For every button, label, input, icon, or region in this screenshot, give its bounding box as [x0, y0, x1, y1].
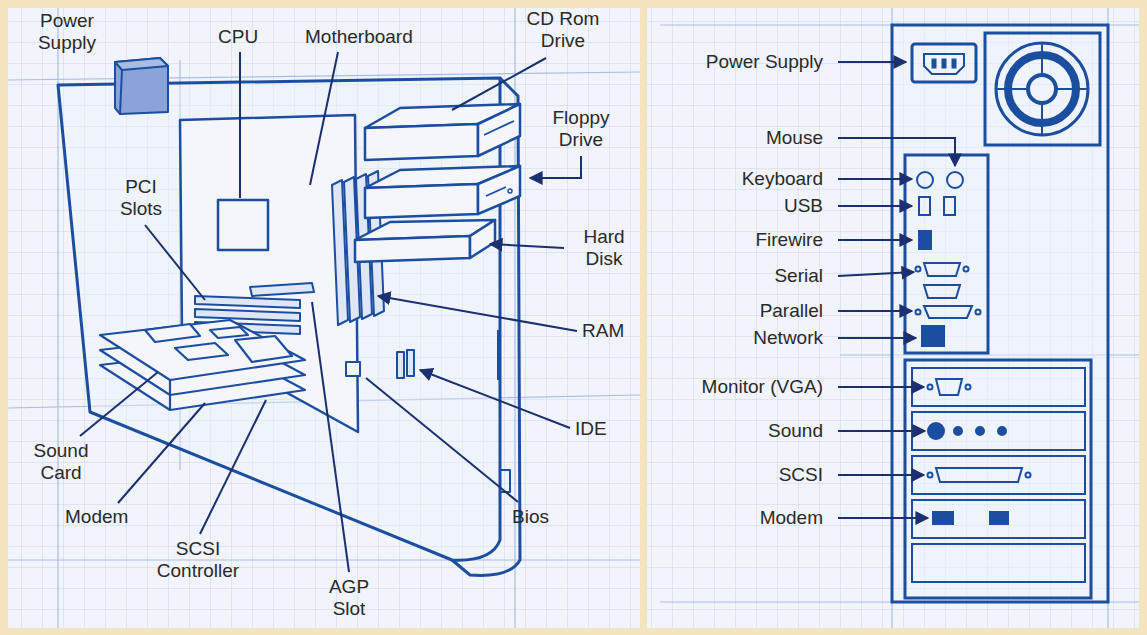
part-label: SCSI Controller: [148, 538, 248, 582]
power-supply-box: [115, 58, 168, 114]
paper-panel: [647, 8, 1139, 628]
power-socket: [912, 44, 976, 82]
expansion-cards: [100, 320, 305, 410]
part-label: PCI Slots: [108, 176, 174, 220]
paper-grid: [8, 8, 640, 628]
ide-connectors: [397, 350, 414, 378]
part-label: Motherboard: [305, 26, 413, 48]
part-label: Parallel: [650, 300, 823, 322]
paper-grid: [647, 8, 1139, 628]
part-label: Floppy Drive: [538, 107, 624, 151]
expansion-plates: [912, 368, 1085, 582]
io-ports: [916, 172, 981, 346]
part-label: Monitor (VGA): [650, 376, 823, 398]
case-edge: [497, 330, 499, 380]
part-label: SCSI: [650, 464, 823, 486]
case-drawing: [58, 58, 520, 575]
power-supply-fan: [985, 33, 1100, 145]
sound-card: [100, 320, 305, 380]
part-label: Sound: [650, 420, 823, 442]
cpu-chip: [218, 200, 268, 250]
modem-jacks: [933, 512, 953, 524]
part-label: Modem: [65, 506, 128, 528]
part-label: Network: [650, 327, 823, 349]
part-label: Sound Card: [20, 440, 102, 484]
part-label: CD Rom Drive: [508, 8, 618, 52]
construction-lines: [8, 8, 1139, 628]
bios-chip: [346, 362, 360, 376]
case-side: [58, 78, 500, 560]
part-label: IDE: [575, 418, 607, 440]
graph-paper: [8, 8, 1139, 628]
paper-panel: [8, 8, 640, 628]
part-label: Modem: [650, 507, 823, 529]
part-label: Power Supply: [22, 10, 112, 54]
part-label: Power Supply: [650, 51, 823, 73]
part-label: Hard Disk: [568, 226, 640, 270]
port-arrows: [838, 62, 955, 518]
agp-slot: [250, 283, 314, 296]
back-panel: [892, 25, 1108, 602]
drive-bays: [355, 104, 520, 262]
io-panel: [905, 155, 988, 353]
part-label: AGP Slot: [318, 576, 380, 620]
part-label: Keyboard: [650, 168, 823, 190]
case-back: [892, 25, 1108, 602]
scsi-port: [936, 468, 1022, 482]
leader-lines: [80, 52, 581, 572]
part-label: Bios: [512, 506, 549, 528]
part-label: Firewire: [650, 229, 823, 251]
part-label: Mouse: [650, 127, 823, 149]
vga-port: [936, 379, 962, 395]
part-label: RAM: [582, 320, 624, 342]
part-label: Serial: [650, 265, 823, 287]
part-label: USB: [650, 195, 823, 217]
sound-jacks: [928, 423, 944, 439]
part-label: CPU: [218, 26, 258, 48]
